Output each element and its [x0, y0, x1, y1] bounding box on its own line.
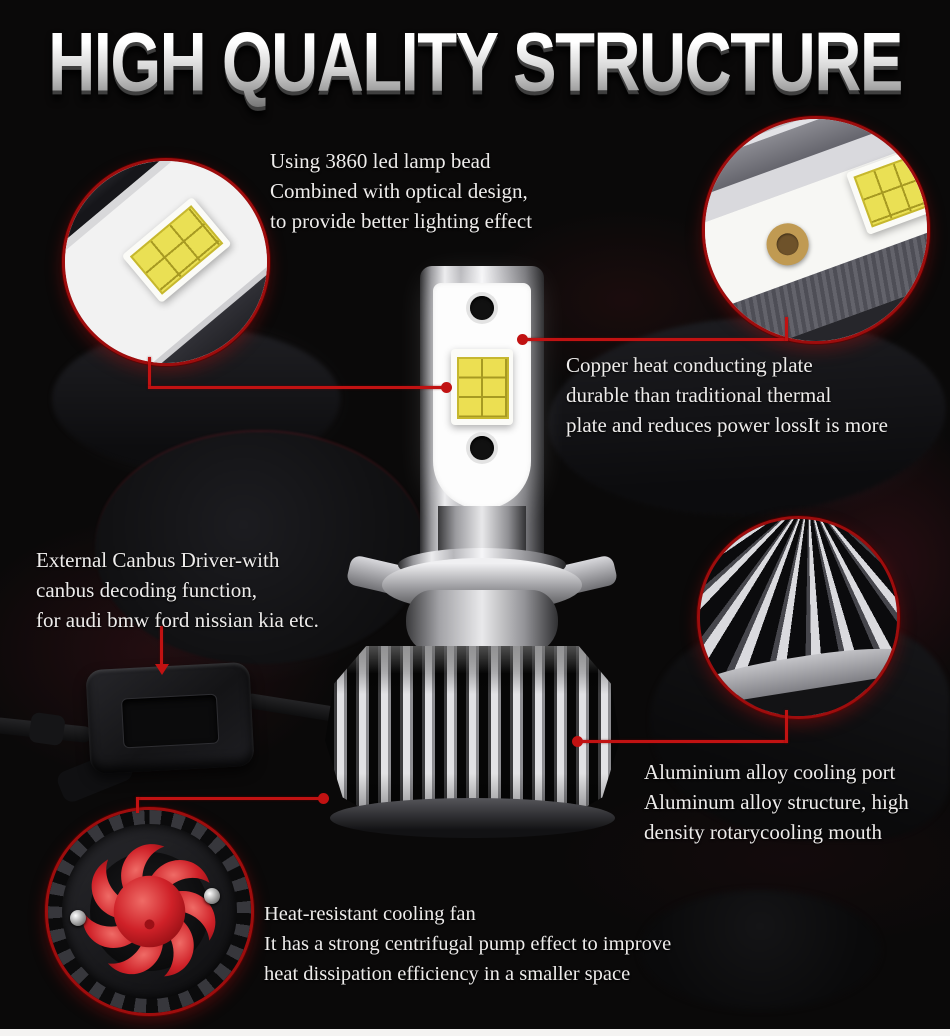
page-title: HIGH QUALITY STRUCTURE — [0, 14, 950, 110]
led-chip — [457, 357, 509, 419]
callout-line-fan — [136, 797, 324, 800]
callout-line-text: Combined with optical design, — [270, 179, 528, 203]
callout-arrow-canbus — [155, 664, 169, 675]
callout-line-text: Heat-resistant cooling fan — [264, 903, 476, 925]
aluminium-heatsink — [325, 646, 620, 818]
bulb-screw-hole-bottom — [470, 436, 494, 460]
cooling-fan-macro-circle — [45, 807, 254, 1016]
led-chip — [129, 205, 224, 295]
led-chip-macro-content — [65, 161, 267, 363]
callout-dot-led — [441, 382, 452, 393]
callout-line-text: Aluminum alloy structure, high — [644, 790, 909, 814]
callout-line-text: canbus decoding function, — [36, 578, 258, 602]
canbus-driver-box — [85, 661, 255, 775]
callout-line-text: for audi bmw ford nissian kia etc. — [36, 608, 319, 632]
callout-dot-copper — [517, 334, 528, 345]
canbus-plug — [28, 711, 66, 747]
callout-text-fan: Heat-resistant cooling fan It has a stro… — [264, 899, 671, 989]
callout-line-copper — [785, 317, 788, 341]
callout-line-text: density rotarycooling mouth — [644, 820, 882, 844]
callout-line-led — [148, 386, 446, 389]
page-bottom-strip — [0, 1029, 950, 1036]
fan-screw — [204, 888, 220, 904]
callout-text-aluminium: Aluminium alloy cooling port Aluminum al… — [644, 757, 909, 847]
callout-line-led — [148, 357, 151, 388]
callout-text-led: Using 3860 led lamp bead Combined with o… — [270, 146, 532, 236]
background-shape-bottom-right — [640, 890, 880, 1010]
callout-line-fan — [136, 797, 139, 813]
heatsink-fins-macro-circle — [697, 516, 900, 719]
callout-line-text: Copper heat conducting plate — [566, 353, 813, 377]
callout-line-text: plate and reduces power lossIt is more — [566, 413, 888, 437]
callout-line-text: durable than traditional thermal — [566, 383, 832, 407]
callout-line-text: Aluminium alloy cooling port — [644, 760, 896, 784]
led-chip-substrate — [121, 196, 232, 304]
callout-line-text: It has a strong centrifugal pump effect … — [264, 933, 672, 955]
bulb-screw-hole-top — [470, 296, 494, 320]
callout-line-aluminium — [578, 740, 788, 743]
fan-screw — [70, 910, 86, 926]
callout-text-copper: Copper heat conducting plate durable tha… — [566, 350, 888, 440]
callout-line-text: Using 3860 led lamp bead — [270, 149, 491, 173]
callout-dot-fan — [318, 793, 329, 804]
callout-line-text: External Canbus Driver-with — [36, 548, 280, 572]
callout-dot-aluminium — [572, 736, 583, 747]
callout-line-text: to provide better lighting effect — [270, 209, 533, 233]
callout-line-aluminium — [785, 710, 788, 743]
led-chip — [853, 154, 927, 228]
copper-plate-macro-circle — [702, 116, 930, 344]
callout-line-copper — [524, 338, 788, 341]
copper-plate-macro-content — [705, 119, 927, 341]
led-chip-substrate — [451, 349, 513, 425]
callout-line-text: heat dissipation efficiency in a smaller… — [264, 963, 631, 985]
flange-lower-collar — [406, 590, 558, 652]
red-fan-blades — [82, 844, 216, 977]
heatsink-base-ring — [330, 798, 615, 838]
callout-line-canbus — [160, 626, 163, 666]
led-chip-macro-circle — [62, 158, 270, 366]
background-projector-lens — [95, 432, 425, 664]
canbus-driver-label-recess — [120, 693, 220, 749]
callout-text-canbus: External Canbus Driver-with canbus decod… — [36, 545, 319, 635]
